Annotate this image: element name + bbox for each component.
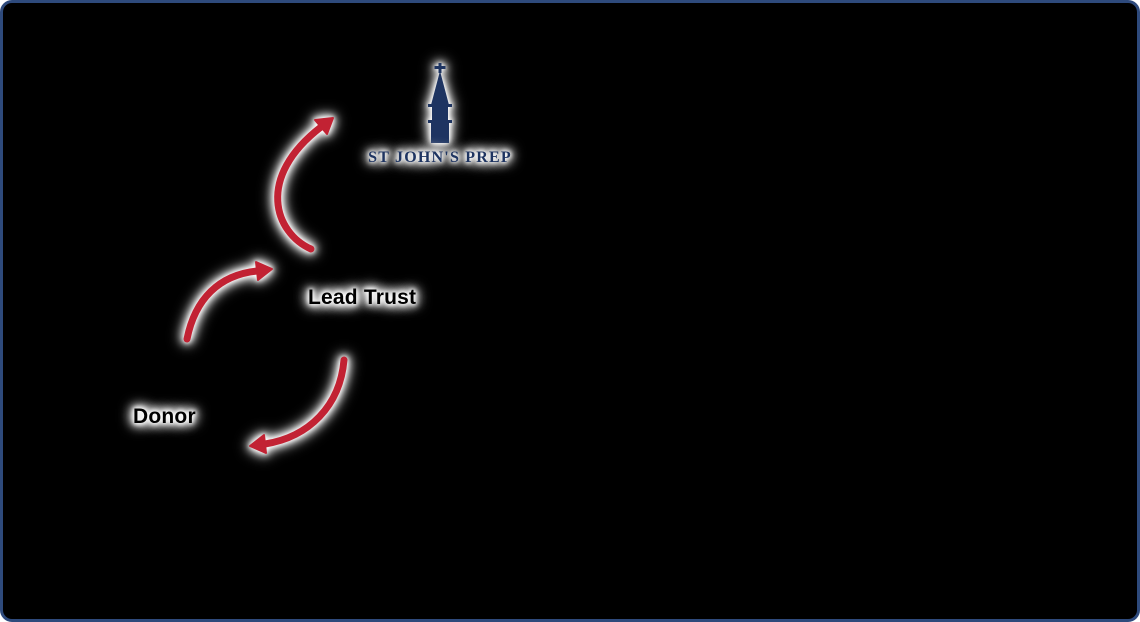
logo-text: ST JOHN'S PREP <box>368 149 512 166</box>
steeple-icon <box>428 63 452 143</box>
arrow-lead-trust-to-donor-icon <box>249 356 348 454</box>
node-label-donor: Donor <box>133 405 196 428</box>
diagram-artwork <box>183 63 452 454</box>
node-label-lead-trust: Lead Trust <box>308 286 417 309</box>
arrow-lead-trust-to-school-icon <box>274 117 334 253</box>
arrow-donor-to-lead-trust-icon <box>183 261 273 343</box>
